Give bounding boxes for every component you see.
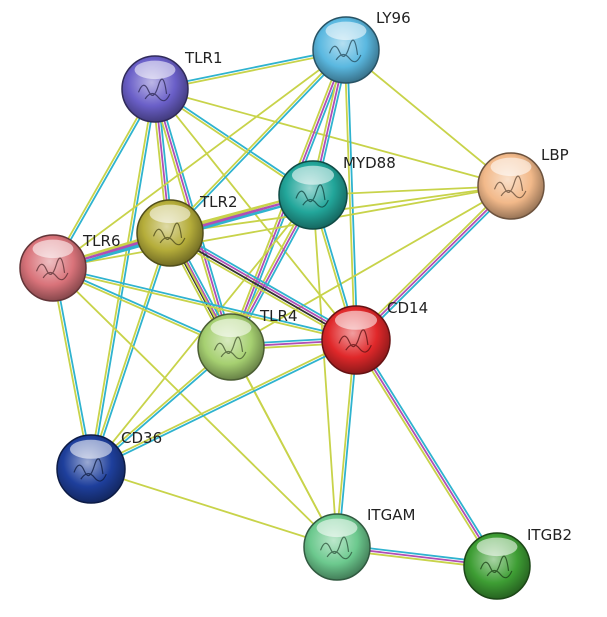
edge-line-textmining xyxy=(88,87,155,470)
edge-tlr4-itgam xyxy=(230,346,338,548)
node-tlr1[interactable]: TLR1 xyxy=(121,49,223,123)
node-highlight xyxy=(476,537,518,557)
edge-line-database xyxy=(357,337,501,566)
edge-ly96-tlr6 xyxy=(52,49,347,269)
edge-cd14-itgb2 xyxy=(352,337,501,569)
protein-structure-icon xyxy=(493,175,527,199)
node-lbp[interactable]: LBP xyxy=(477,146,569,220)
edge-line-textmining xyxy=(52,267,338,548)
edge-line-textmining xyxy=(154,88,512,187)
edge-cd36-itgam xyxy=(90,468,338,548)
protein-structure-icon xyxy=(338,329,372,353)
node-highlight xyxy=(210,318,252,338)
edge-line-database xyxy=(52,265,358,340)
edge-tlr2-cd36 xyxy=(88,231,173,471)
node-label: CD36 xyxy=(121,429,162,447)
edge-lbp-tlr6 xyxy=(52,185,512,269)
node-itgam[interactable]: ITGAM xyxy=(303,506,415,581)
node-highlight xyxy=(291,165,335,185)
edge-line-database xyxy=(356,186,514,343)
edge-line-coexpression xyxy=(168,233,357,343)
edge-line-experimental xyxy=(169,230,358,340)
node-tlr6[interactable]: TLR6 xyxy=(19,232,121,302)
edge-line-textmining xyxy=(343,49,356,341)
edge-line-textmining xyxy=(89,337,357,469)
node-label: TLR4 xyxy=(259,307,298,325)
edge-line-textmining xyxy=(230,346,338,548)
protein-structure-icon xyxy=(328,39,362,63)
edge-line-textmining xyxy=(52,49,347,269)
protein-structure-icon xyxy=(73,458,107,482)
edge-line-textmining xyxy=(352,340,496,569)
edge-line-textmining xyxy=(312,194,338,548)
edge-line-textmining xyxy=(353,183,511,340)
edge-line-textmining xyxy=(167,235,355,345)
edge-tlr1-tlr6 xyxy=(50,87,158,270)
edge-tlr6-cd14 xyxy=(51,265,358,343)
node-tlr2[interactable]: TLR2 xyxy=(136,193,238,267)
edge-line-textmining xyxy=(51,268,357,343)
edge-ly96-tlr2 xyxy=(168,48,348,235)
node-highlight xyxy=(316,518,358,538)
edge-cd14-cd36 xyxy=(89,337,358,472)
edge-ly96-lbp xyxy=(345,49,512,187)
protein-structure-icon xyxy=(35,257,69,281)
node-label: TLR1 xyxy=(184,49,223,67)
edge-tlr1-cd36 xyxy=(88,87,158,471)
node-ly96[interactable]: LY96 xyxy=(312,9,411,84)
node-cd14[interactable]: CD14 xyxy=(321,299,428,375)
edge-line-database xyxy=(91,88,158,471)
node-tlr4[interactable]: TLR4 xyxy=(197,307,298,381)
edge-line-experimental xyxy=(355,185,512,341)
edge-line-textmining xyxy=(90,468,338,548)
edge-line-textmining xyxy=(50,87,155,269)
node-myd88[interactable]: MYD88 xyxy=(278,154,396,230)
node-highlight xyxy=(325,21,367,41)
protein-structure-icon xyxy=(137,78,171,102)
protein-structure-icon xyxy=(295,184,329,208)
edge-lbp-cd14 xyxy=(353,183,514,343)
node-label: LBP xyxy=(541,146,569,164)
edge-line-database xyxy=(346,49,359,341)
node-label: LY96 xyxy=(376,9,411,27)
edge-tlr2-cd14 xyxy=(167,228,359,345)
edge-ly96-cd14 xyxy=(343,49,359,341)
edge-line-database xyxy=(91,232,173,471)
node-highlight xyxy=(334,310,378,330)
node-label: CD14 xyxy=(387,299,428,317)
edge-line-textmining xyxy=(168,48,346,234)
node-itgb2[interactable]: ITGB2 xyxy=(463,526,572,600)
edge-line-database xyxy=(53,88,158,270)
edge-line-experimental xyxy=(355,339,498,567)
node-highlight xyxy=(149,204,191,224)
node-cd36[interactable]: CD36 xyxy=(56,429,162,504)
node-highlight xyxy=(490,157,532,177)
node-highlight xyxy=(134,60,176,80)
protein-structure-icon xyxy=(479,555,513,579)
node-highlight xyxy=(32,239,74,259)
edge-tlr6-itgam xyxy=(52,267,338,548)
edge-line-database xyxy=(170,50,348,235)
node-label: ITGAM xyxy=(367,506,415,524)
edge-line-textmining xyxy=(52,185,512,269)
edge-tlr1-lbp xyxy=(154,88,512,187)
node-label: TLR6 xyxy=(82,232,121,250)
edge-line-textmining xyxy=(345,49,512,187)
protein-structure-icon xyxy=(213,336,247,360)
protein-structure-icon xyxy=(152,222,186,246)
protein-structure-icon xyxy=(319,536,353,560)
node-label: TLR2 xyxy=(199,193,238,211)
node-label: MYD88 xyxy=(343,154,396,172)
edge-line-textmining xyxy=(88,231,170,470)
edge-line-database xyxy=(90,340,358,472)
node-label: ITGB2 xyxy=(527,526,572,544)
edge-line-database xyxy=(171,228,359,338)
edge-myd88-itgam xyxy=(312,194,338,548)
node-highlight xyxy=(69,439,113,459)
